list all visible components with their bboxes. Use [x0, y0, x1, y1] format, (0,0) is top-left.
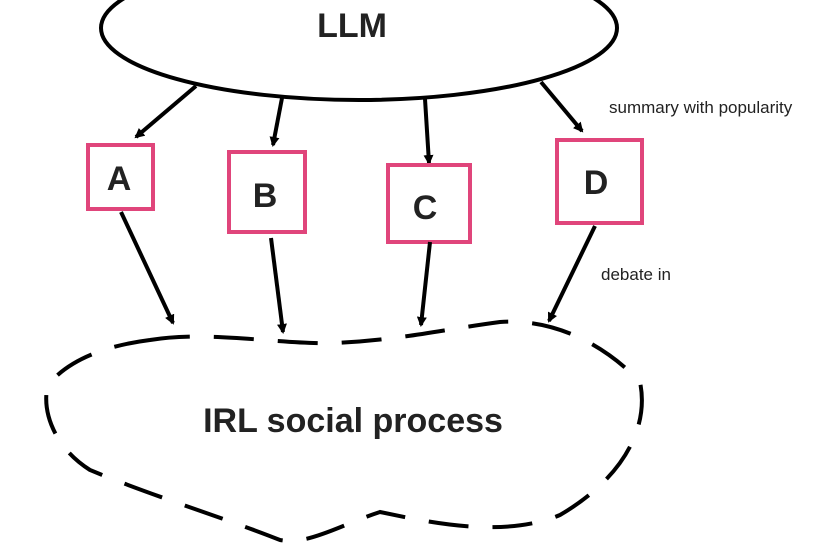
agent-c-box [386, 163, 472, 244]
agent-d: D [555, 138, 644, 225]
agent-b-box [227, 150, 307, 234]
agent-a: A [86, 143, 155, 211]
agent-b-label: B [253, 177, 278, 215]
agent-d-label: D [584, 164, 609, 202]
llm-to-agent-arrows [134, 80, 584, 165]
arrow-a-to-social [119, 211, 175, 325]
llm-label: LLM [317, 7, 387, 45]
agent-a-box [86, 143, 155, 211]
arrow-b-to-social [269, 237, 287, 334]
llm-node: LLM [99, 0, 619, 102]
social-process-boundary [44, 319, 644, 543]
annotation-debate: debate in [601, 265, 671, 284]
annotation-summary: summary with popularity [609, 98, 793, 117]
agent-b: B [227, 150, 307, 234]
arrow-llm-to-a [134, 84, 198, 139]
agent-a-label: A [107, 160, 132, 198]
social-process-label: IRL social process [203, 402, 503, 440]
arrow-d-to-social [547, 225, 597, 323]
arrow-llm-to-c [423, 98, 434, 165]
agent-c-label: C [413, 189, 438, 227]
llm-ellipse [99, 0, 619, 102]
agent-to-social-arrows [119, 211, 597, 334]
agent-c: C [386, 163, 472, 244]
arrow-llm-to-b [269, 97, 284, 147]
arrow-llm-to-d [539, 80, 584, 133]
arrow-c-to-social [416, 241, 432, 327]
agent-d-box [555, 138, 644, 225]
